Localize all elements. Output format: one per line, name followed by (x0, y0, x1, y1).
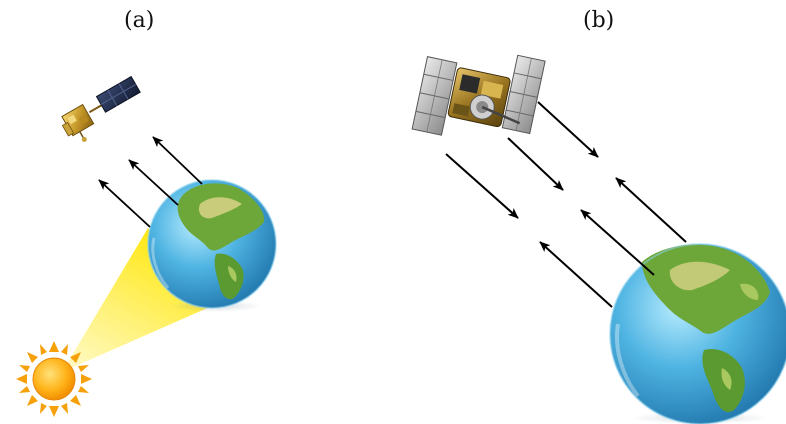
arrow-up-3 (152, 136, 203, 185)
satellite-icon (61, 75, 141, 142)
arrow-up-2 (580, 209, 655, 276)
panel-b-outgoing-arrows (445, 101, 599, 219)
panel-b-label: (b) (583, 8, 615, 33)
arrow-up-3 (615, 177, 687, 243)
arrow-down-3 (537, 101, 599, 158)
sun-icon (16, 341, 92, 417)
arrow-down-2 (507, 137, 564, 191)
arrow-up-1 (98, 179, 151, 228)
panel-a (16, 75, 277, 417)
satellite-icon (411, 54, 546, 136)
earth-icon (147, 179, 277, 309)
arrow-down-1 (445, 153, 519, 219)
arrow-up-2 (128, 159, 179, 206)
earth-icon (609, 243, 786, 424)
panel-b (411, 54, 786, 424)
arrow-up-1 (539, 241, 613, 308)
panel-a-label: (a) (124, 8, 155, 33)
panel-a-arrows (98, 136, 203, 228)
panel-b-return-arrows (539, 177, 687, 308)
